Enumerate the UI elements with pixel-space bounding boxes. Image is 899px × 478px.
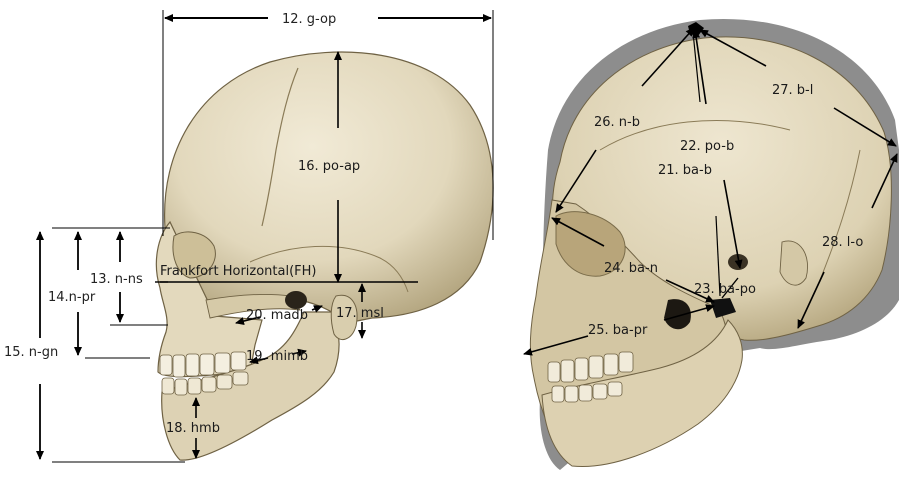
label-msl: 17. msl [336, 306, 384, 321]
label-n-b: 26. n-b [594, 115, 640, 130]
left-skull [156, 52, 493, 460]
label-po-b: 22. po-b [680, 139, 734, 154]
label-hmb: 18. hmb [166, 421, 220, 436]
label-mimb: 19. mimb [246, 349, 308, 364]
label-n-gn: 15. n-gn [4, 345, 58, 360]
label-po-ap: 16. po-ap [298, 159, 360, 174]
label-b-l: 27. b-l [772, 83, 813, 98]
label-l-o: 28. l-o [822, 235, 863, 250]
madb-arrow-right [312, 306, 322, 310]
label-fh: Frankfort Horizontal(FH) [160, 264, 317, 279]
label-ba-pr: 25. ba-pr [588, 323, 648, 338]
label-ba-b: 21. ba-b [658, 163, 712, 178]
label-ba-po: 23. ba-po [694, 282, 756, 297]
label-n-pr: 14.n-pr [48, 290, 96, 305]
left-external-acoustic-meatus [285, 291, 307, 309]
label-madb: 20. madb [246, 308, 308, 323]
label-ba-n: 24. ba-n [604, 261, 658, 276]
label-g-op: 12. g-op [282, 12, 336, 27]
label-n-ns: 13. n-ns [90, 272, 143, 287]
